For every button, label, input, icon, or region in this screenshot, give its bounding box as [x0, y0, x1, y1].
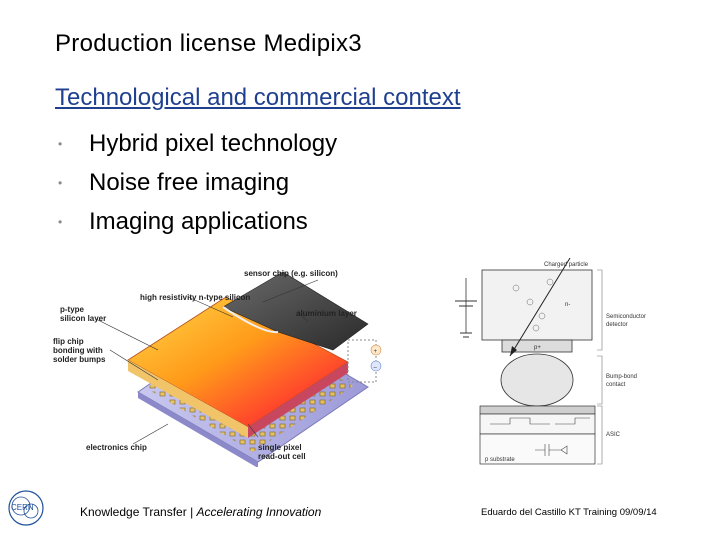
label-flip-chip-2: bonding with [53, 346, 103, 355]
bullet-text: Imaging applications [89, 207, 308, 235]
bullet-text: Noise free imaging [89, 168, 290, 196]
cern-logo: CERN [8, 490, 44, 526]
label-sensor-chip: sensor chip (e.g. silicon) [244, 269, 338, 278]
label-p-type-1: p-type [60, 305, 85, 314]
label-electronics-chip: electronics chip [86, 443, 147, 452]
label-semiconductor-1: Semiconductor [606, 314, 646, 320]
slide-subtitle: Technological and commercial context [55, 84, 461, 111]
bullet-icon: • [58, 136, 63, 151]
label-semiconductor-2: detector [606, 322, 628, 328]
label-single-pixel-2: read-out cell [258, 452, 306, 461]
footer-left: Knowledge Transfer | Accelerating Innova… [80, 505, 321, 519]
label-p-plus: p+ [534, 345, 541, 351]
minus-symbol: – [374, 365, 378, 371]
label-charged-particle: Charged particle [544, 262, 589, 268]
plus-symbol: + [374, 349, 378, 355]
bullet-list: • Hybrid pixel technology • Noise free ima… [55, 124, 337, 241]
label-flip-chip-3: solder bumps [53, 355, 106, 364]
label-aluminium: aluminium layer [296, 309, 357, 318]
bullet-item: • Imaging applications [55, 202, 337, 241]
bullet-icon: • [58, 175, 63, 190]
hybrid-pixel-illustration: + – sensor chip (e.g. silicon) high resi… [53, 269, 382, 467]
bullet-icon: • [58, 214, 63, 229]
label-bump-bond-1: Bump-bond [606, 374, 637, 380]
detector-schematic: Charged particle n- p+ Semiconductor det… [455, 258, 646, 465]
footer-right: Eduardo del Castillo KT Training 09/09/1… [481, 507, 657, 518]
label-bump-bond-2: contact [606, 382, 626, 388]
label-flip-chip-1: flip chip [53, 337, 84, 346]
label-p-substrate: p substrate [485, 457, 515, 463]
bullet-item: • Noise free imaging [55, 163, 337, 202]
cern-logo-text: CERN [11, 503, 34, 512]
footer-kt-italic: Accelerating Innovation [196, 505, 322, 519]
footer-kt: Knowledge Transfer | [80, 505, 197, 519]
slide-title: Production license Medipix3 [55, 30, 362, 57]
label-single-pixel-1: single pixel [258, 443, 302, 452]
label-asic: ASIC [606, 432, 621, 438]
bullet-text: Hybrid pixel technology [89, 129, 338, 157]
label-high-resistivity: high resistivity n-type silicon [140, 293, 250, 302]
label-n-minus: n- [565, 302, 570, 308]
bullet-item: • Hybrid pixel technology [55, 124, 337, 163]
label-p-type-2: silicon layer [60, 314, 106, 323]
